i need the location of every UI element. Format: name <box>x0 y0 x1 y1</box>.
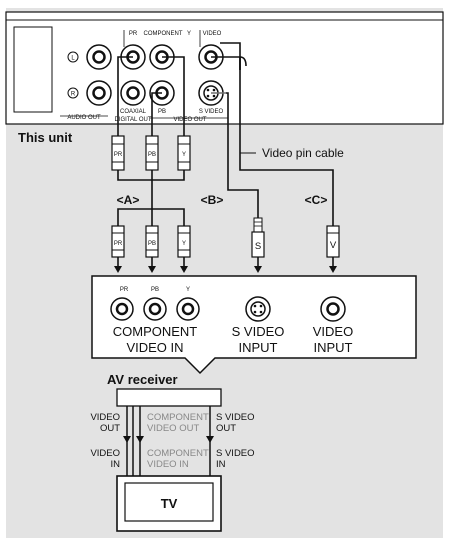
s-video-out-link-label-2: OUT <box>216 423 236 434</box>
coaxial-label: COAXIAL <box>120 109 147 115</box>
receiver-y-label: Y <box>186 287 190 293</box>
panel-video-label: VIDEO <box>203 31 222 37</box>
video-in-link-label-2: IN <box>111 459 121 470</box>
right-channel-icon <box>67 87 79 99</box>
svg-text:Y: Y <box>182 241 186 247</box>
audio-out-jacks: L R <box>67 44 112 106</box>
receiver-pr-label: PR <box>120 287 129 293</box>
panel-pr-label: PR <box>129 31 138 37</box>
svg-text:Y: Y <box>182 152 186 158</box>
video-out-link-label-1: VIDEO <box>90 412 120 423</box>
cable-bundle-top <box>117 170 185 181</box>
video-input-label-1: VIDEO <box>313 324 353 339</box>
receiver-pb-label: PB <box>151 287 159 293</box>
plug-video: V <box>326 225 340 258</box>
av-receiver-device <box>116 388 222 407</box>
plug-pr-upper: PR <box>111 135 125 171</box>
cable-bundle-bottom <box>117 208 185 226</box>
cable-pr-upper <box>117 56 133 136</box>
plug-y-lower: Y <box>177 225 191 258</box>
s-video-input-label-1: S VIDEO <box>232 324 285 339</box>
video-input-label-2: INPUT <box>314 340 353 355</box>
route-b-label: <B> <box>201 193 224 207</box>
upper-plugs: PR PB Y <box>111 135 191 171</box>
plug-pr-lower: PR <box>111 225 125 258</box>
svg-text:PB: PB <box>148 241 156 247</box>
component-jacks: PR COMPONENT Y COAXIAL PB DIGITAL OUT <box>114 30 201 123</box>
route-c-label: <C> <box>305 193 328 207</box>
left-channel-icon <box>67 51 79 63</box>
s-video-in-link-label-2: IN <box>216 459 226 470</box>
audio-out-label: AUDIO OUT <box>67 115 101 121</box>
lower-plugs: PR PB Y S V <box>111 217 340 258</box>
component-video-in-label-1: COMPONENT <box>113 324 198 339</box>
plug-pb-upper: PB <box>145 135 159 171</box>
svg-text:PB: PB <box>148 152 156 158</box>
plug-y-upper: Y <box>177 135 191 171</box>
video-in-link-label-1: VIDEO <box>90 448 120 459</box>
this-unit-panel: L R AUDIO OUT PR COMPONENT Y COAXI <box>5 11 444 125</box>
component-out-link-label-1: COMPONENT <box>147 412 209 423</box>
component-video-in-label-2: VIDEO IN <box>126 340 183 355</box>
cable-pb-upper <box>151 92 162 136</box>
coaxial-jack <box>120 80 146 106</box>
plug-tips <box>114 266 337 273</box>
svg-text:PR: PR <box>114 241 123 247</box>
audio-jack-left <box>86 44 112 70</box>
this-unit-caption: This unit <box>18 130 73 145</box>
panel-component-label: COMPONENT <box>144 31 183 37</box>
receiver-video-jack <box>320 296 346 322</box>
svg-text:PR: PR <box>114 152 123 158</box>
route-a-label: <A> <box>117 193 140 207</box>
video-pin-cable-label: Video pin cable <box>262 146 344 160</box>
tv-device: TV <box>116 475 222 532</box>
plug-pb-lower: PB <box>145 225 159 258</box>
plug-s-video: S <box>251 217 265 258</box>
left-channel-label: L <box>71 56 75 62</box>
component-out-link-label-2: VIDEO OUT <box>147 423 199 434</box>
video-out-label: VIDEO OUT <box>173 117 206 123</box>
cables <box>117 42 334 266</box>
digital-out-label: DIGITAL OUT <box>114 117 151 123</box>
av-receiver-caption: AV receiver <box>107 372 178 387</box>
s-video-out-link-label-1: S VIDEO <box>216 412 255 423</box>
receiver-s-video-jack <box>245 296 271 322</box>
s-video-in-link-label-1: S VIDEO <box>216 448 255 459</box>
svg-text:V: V <box>330 240 337 251</box>
s-video-input-label-2: INPUT <box>239 340 278 355</box>
cable-c <box>220 42 334 226</box>
panel-pb-label: PB <box>158 109 166 115</box>
panel-y-label: Y <box>187 31 191 37</box>
link-arrows <box>123 436 214 443</box>
cable-y-upper <box>162 56 185 136</box>
receiver-component-jacks <box>110 297 200 321</box>
component-in-link-label-1: COMPONENT <box>147 448 209 459</box>
component-in-link-label-2: VIDEO IN <box>147 459 189 470</box>
av-receiver-panel: PR PB Y COMPONENT VIDEO IN S VIDEO INPUT… <box>91 275 417 375</box>
panel-s-video-label: S VIDEO <box>199 109 224 115</box>
svg-text:S: S <box>255 241 261 252</box>
cable-c-top <box>239 56 247 67</box>
tv-label: TV <box>161 496 178 511</box>
video-out-link-label-2: OUT <box>100 423 120 434</box>
right-channel-label: R <box>71 92 76 98</box>
audio-jack-right <box>86 80 112 106</box>
